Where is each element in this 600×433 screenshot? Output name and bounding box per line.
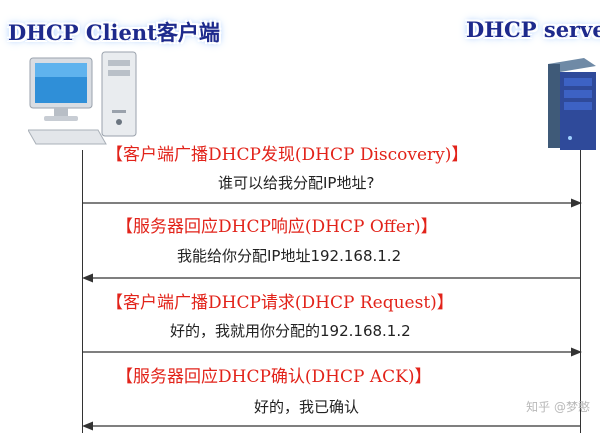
ack-note: 好的，我已确认	[254, 398, 360, 416]
client-lifeline	[82, 150, 83, 433]
discovery-label: 【客户端广播DHCP发现(DHCP Discovery)】	[106, 145, 469, 165]
offer-note: 我能给你分配IP地址192.168.1.2	[177, 247, 402, 265]
server-title: DHCP server	[466, 17, 600, 42]
ack-label: 【服务器回应DHCP确认(DHCP ACK)】	[116, 367, 432, 387]
server-tower-icon	[548, 58, 596, 150]
client-title: DHCP Client客户端	[8, 20, 220, 45]
offer-label: 【服务器回应DHCP响应(DHCP Offer)】	[116, 217, 438, 237]
request-note: 好的，我就用你分配的192.168.1.2	[170, 322, 411, 340]
arrowhead-offer	[82, 273, 93, 283]
arrowhead-ack	[82, 421, 93, 431]
arrowhead-request	[571, 347, 582, 357]
server-lifeline	[580, 150, 581, 433]
desktop-computer-icon	[28, 51, 137, 145]
watermark: 知乎 @梦憨	[526, 400, 590, 414]
request-label: 【客户端广播DHCP请求(DHCP Request)】	[106, 293, 454, 313]
arrowhead-discovery	[571, 198, 582, 208]
discovery-note: 谁可以给我分配IP地址?	[218, 174, 375, 192]
